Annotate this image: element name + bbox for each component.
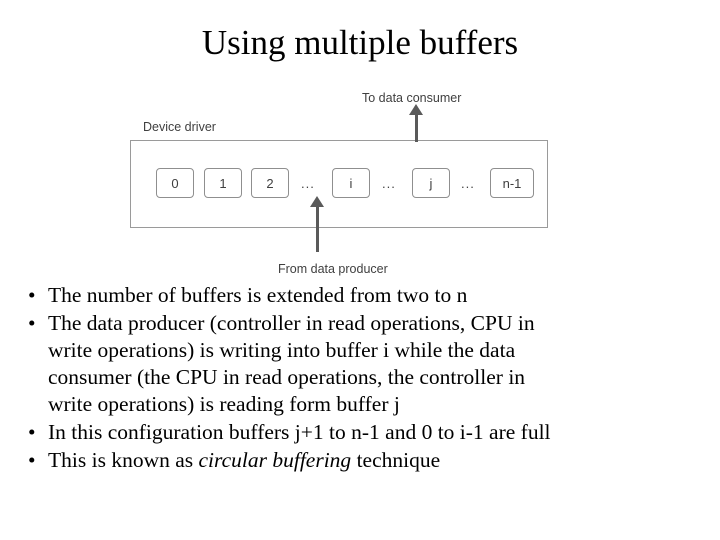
bullet-line: write operations) is writing into buffer… (48, 338, 516, 362)
buffer-cell-1: 1 (204, 168, 242, 198)
buffer-cell-2: 2 (251, 168, 289, 198)
bullet-line: In this configuration buffers j+1 to n-1… (48, 420, 551, 444)
bullet-marker: • (28, 283, 36, 307)
ellipsis-1: ... (301, 176, 315, 191)
bullet-marker: • (28, 311, 36, 335)
bullet-text-part: This is known as (48, 448, 199, 472)
arrow-up-icon-to-consumer (409, 104, 423, 115)
label-from-data-producer: From data producer (278, 262, 388, 276)
bullet-marker: • (28, 420, 36, 444)
bullet-list: • The number of buffers is extended from… (14, 282, 714, 475)
list-item: • The number of buffers is extended from… (14, 282, 714, 309)
bullet-text-emphasis: circular buffering (198, 448, 352, 472)
bullet-marker: • (28, 448, 36, 472)
list-item: • This is known as circular buffering te… (14, 447, 714, 474)
bullet-line: write operations) is reading form buffer… (48, 392, 400, 416)
buffer-cell-n-1: n-1 (490, 168, 534, 198)
label-device-driver: Device driver (143, 120, 216, 134)
buffer-cell-0: 0 (156, 168, 194, 198)
bullet-line: The number of buffers is extended from t… (48, 283, 468, 307)
list-item: • The data producer (controller in read … (14, 310, 714, 418)
ellipsis-3: ... (461, 176, 475, 191)
buffer-cell-j: j (412, 168, 450, 198)
buffer-cell-i: i (332, 168, 370, 198)
label-to-data-consumer: To data consumer (362, 91, 462, 105)
multiple-buffers-diagram: To data consumer Device driver 0 1 2 ...… (130, 88, 590, 284)
bullet-text-part: technique (351, 448, 441, 472)
arrow-to-consumer-shaft (415, 112, 418, 142)
bullet-line: This is known as circular buffering tech… (48, 447, 714, 474)
page-title: Using multiple buffers (201, 23, 519, 62)
bullet-line: The data producer (controller in read op… (48, 311, 535, 335)
bullet-line: consumer (the CPU in read operations, th… (48, 365, 526, 389)
ellipsis-2: ... (382, 176, 396, 191)
list-item: • In this configuration buffers j+1 to n… (14, 419, 714, 446)
arrow-up-icon-from-producer (310, 196, 324, 207)
device-driver-box (130, 140, 548, 228)
arrow-from-producer-shaft (316, 204, 319, 252)
